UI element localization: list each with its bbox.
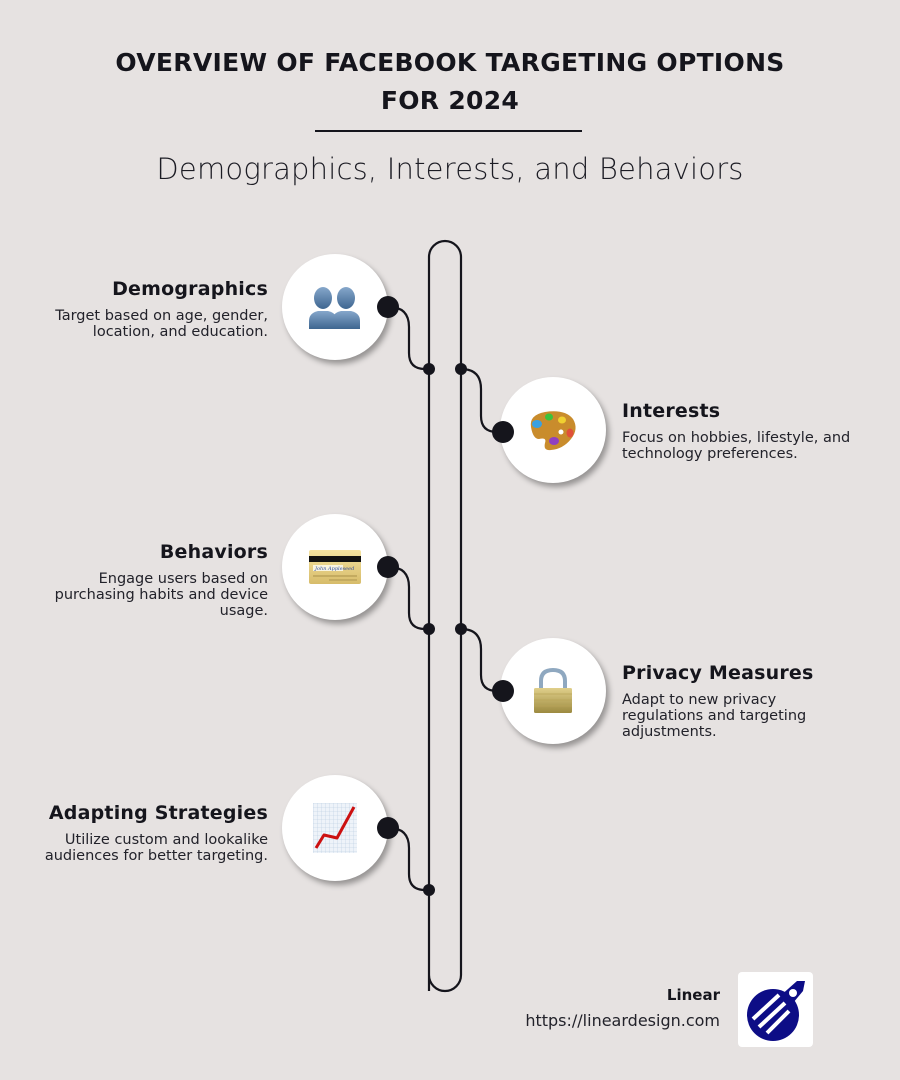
privacy-icon-circle	[500, 638, 606, 744]
timeline-item-behaviors: Behaviors Engage users based on purchasi…	[28, 541, 268, 619]
item-description: Adapt to new privacy regulations and tar…	[622, 692, 807, 740]
artist-palette-icon	[530, 411, 576, 451]
interests-icon-circle	[500, 377, 606, 483]
timeline-item-privacy-measures: Privacy Measures Adapt to new privacy re…	[622, 662, 862, 740]
timeline-item-adapting-strategies: Adapting Strategies Utilize custom and l…	[28, 802, 268, 864]
item-title: Adapting Strategies	[48, 802, 268, 824]
connector-node	[377, 817, 399, 839]
chart-increasing-icon	[313, 803, 357, 853]
title-divider	[315, 130, 582, 132]
demographics-icon-circle	[282, 254, 388, 360]
item-title: Behaviors	[159, 541, 268, 563]
behaviors-icon-circle: John Appleseed	[282, 514, 388, 620]
connector-node	[377, 296, 399, 318]
title-line-2: FOR 2024	[380, 86, 520, 115]
connector-node	[492, 421, 514, 443]
timeline-item-demographics: Demographics Target based on age, gender…	[28, 278, 268, 340]
item-title: Demographics	[112, 278, 268, 300]
credit-card-icon: John Appleseed	[309, 550, 361, 584]
page-subtitle: Demographics, Interests, and Behaviors	[156, 152, 744, 186]
item-description: Engage users based on purchasing habits …	[54, 571, 268, 619]
page-title: OVERVIEW OF FACEBOOK TARGETING OPTIONS F…	[0, 44, 900, 120]
svg-text:John Appleseed: John Appleseed	[314, 566, 354, 572]
rocket-logo-icon	[746, 980, 805, 1041]
timeline-item-interests: Interests Focus on hobbies, lifestyle, a…	[622, 400, 862, 462]
adapting-icon-circle	[282, 775, 388, 881]
item-description: Focus on hobbies, lifestyle, and technol…	[622, 430, 851, 462]
linear-logo	[738, 972, 813, 1047]
connector-node	[377, 556, 399, 578]
padlock-icon	[534, 668, 572, 713]
busts-in-silhouette-icon	[309, 287, 360, 329]
item-title: Privacy Measures	[622, 662, 814, 684]
title-line-1: OVERVIEW OF FACEBOOK TARGETING OPTIONS	[115, 48, 785, 77]
connector-node	[492, 680, 514, 702]
item-description: Utilize custom and lookalike audiences f…	[44, 832, 268, 864]
item-title: Interests	[622, 400, 721, 422]
footer-url-link[interactable]: https://lineardesign.com	[525, 1011, 720, 1030]
item-description: Target based on age, gender, location, a…	[55, 308, 268, 340]
footer-brand: Linear	[666, 986, 720, 1004]
